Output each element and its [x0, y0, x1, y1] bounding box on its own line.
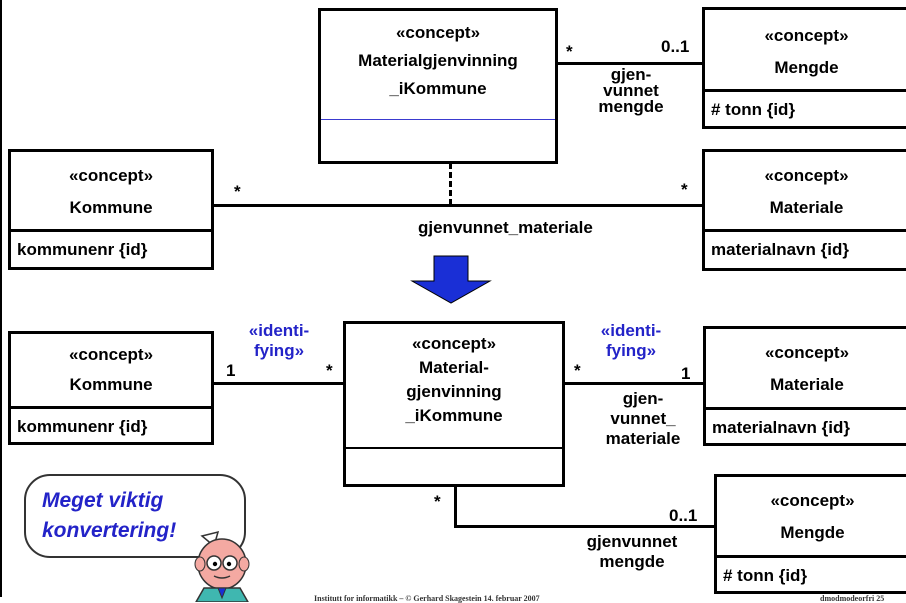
class-attribute: materialnavn {id}	[706, 407, 906, 446]
top-mengde-class-box: «concept» Mengde # tonn {id}	[702, 7, 906, 129]
stereotype-label: «concept»	[764, 166, 849, 185]
association-name: gjenvunnet_materiale	[418, 218, 593, 237]
class-attribute: # tonn {id}	[705, 89, 906, 128]
bottom-mg-class-box: «concept» Material- gjenvinning _iKommun…	[343, 321, 565, 487]
multiplicity-star: *	[326, 361, 333, 380]
class-name-cont: _iKommune	[389, 79, 487, 98]
class-name: Materiale	[770, 375, 844, 394]
bottom-kommune-class-box: «concept» Kommune kommunenr {id}	[8, 331, 214, 445]
class-attribute: # tonn {id}	[717, 555, 906, 594]
multiplicity-one: 1	[226, 361, 236, 380]
top-mg-class-box: «concept» Materialgjenvinning _iKommune	[318, 8, 558, 164]
multiplicity-star: *	[574, 361, 581, 380]
class-name: Mengde	[780, 523, 845, 542]
stereotype-label: «concept»	[764, 26, 849, 45]
class-attribute: kommunenr {id}	[11, 229, 211, 268]
callout-line: Meget viktig	[42, 489, 164, 512]
class-name-cont: _iKommune	[405, 406, 503, 425]
bottom-kommune-mg-line	[212, 382, 346, 385]
role-name-gjenvunnet-mengde: gjenvunnet mengde	[586, 532, 678, 571]
stereotype-label: «concept»	[411, 334, 497, 353]
class-name-cont: gjenvinning	[406, 382, 502, 401]
multiplicity-label: 0..1	[669, 506, 698, 525]
class-name: Kommune	[69, 198, 153, 217]
role-name-gjenvunnet-mengde: gjen- vunnet mengde	[598, 65, 664, 116]
top-dashed-association-line	[449, 163, 452, 205]
page-border-left	[0, 0, 2, 597]
footer-copyright: Institutt for informatikk – © Gerhard Sk…	[314, 594, 540, 603]
callout-line: konvertering!	[42, 519, 177, 542]
class-attribute: kommunenr {id}	[11, 406, 211, 445]
role-name-gjenvunnet-materiale: gjen- vunnet_ materiale	[605, 389, 681, 448]
stereotype-label: «concept»	[395, 23, 481, 42]
stereotype-label: «concept»	[764, 343, 850, 362]
class-attribute: materialnavn {id}	[705, 229, 906, 268]
bottom-mg-mengde-vertical	[454, 486, 457, 528]
top-kommune-class-box: «concept» Kommune kommunenr {id}	[8, 149, 214, 270]
top-mg-mengde-line	[556, 62, 704, 65]
class-name: Materiale	[769, 198, 844, 217]
bottom-materiale-class-box: «concept» Materiale materialnavn {id}	[703, 326, 906, 446]
multiplicity-label: 0..1	[661, 37, 690, 56]
class-name: Materialgjenvinning	[358, 51, 518, 70]
speech-bubble-callout: Meget viktig konvertering!	[24, 474, 246, 558]
stereotype-label: «concept»	[770, 491, 855, 510]
bottom-mg-materiale-line	[563, 382, 705, 385]
class-name: Material-	[419, 358, 489, 377]
multiplicity-star: *	[566, 42, 573, 61]
multiplicity-star-right: *	[681, 180, 688, 199]
multiplicity-star: *	[434, 492, 441, 511]
top-materiale-class-box: «concept» Materiale materialnavn {id}	[702, 149, 906, 271]
transform-down-arrow-icon	[410, 255, 492, 304]
footer-page-label: dmodmodeorfri 25	[820, 594, 885, 603]
stereotype-label: «concept»	[68, 345, 154, 364]
stereotype-label: «concept»	[68, 166, 154, 185]
blue-separator	[321, 119, 555, 120]
class-name: Kommune	[69, 375, 153, 394]
bottom-mengde-class-box: «concept» Mengde # tonn {id}	[714, 474, 906, 594]
top-kommune-materiale-line	[212, 204, 704, 207]
bottom-mg-mengde-horizontal	[454, 525, 716, 528]
professor-cartoon-icon	[194, 530, 250, 602]
class-name: Mengde	[774, 58, 839, 77]
multiplicity-star-left: *	[234, 182, 241, 201]
identifying-stereotype-right: «identi- fying»	[600, 321, 662, 360]
identifying-stereotype-left: «identi- fying»	[248, 321, 310, 360]
attribute-separator	[346, 447, 562, 449]
multiplicity-one: 1	[681, 364, 691, 383]
